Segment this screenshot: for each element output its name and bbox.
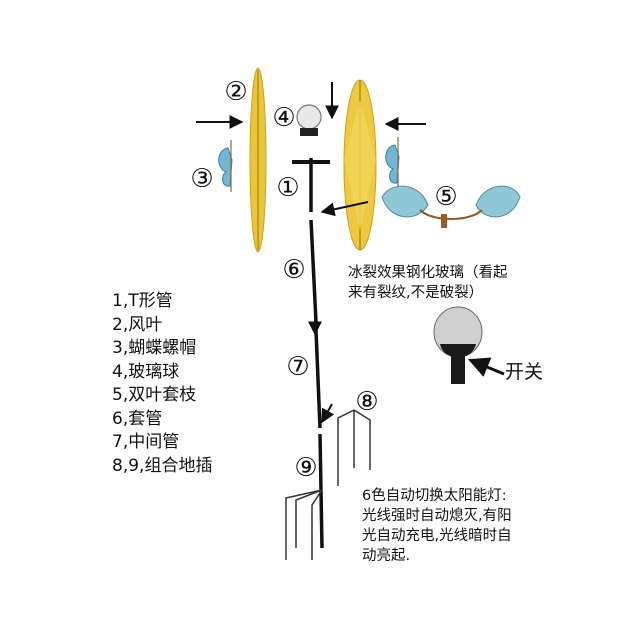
legend-item: 8,9,组合地插: [112, 455, 213, 476]
pointer-arrows: [196, 82, 505, 424]
middle-tube: [314, 329, 322, 429]
butterfly-nut-left: [218, 140, 233, 192]
switch-label: 开关: [505, 361, 544, 383]
wind-blade-right: [343, 79, 377, 251]
legend-item: 3,蝴蝶螺帽: [112, 338, 197, 358]
ground-stake: [285, 409, 371, 560]
callout-1: ①: [276, 173, 299, 203]
parts-legend: 1,T形管 2,风叶 3,蝴蝶螺帽 4,玻璃球 5,双叶套枝 6,套管 7,中间…: [112, 290, 212, 478]
legend-item: 6,套管: [112, 408, 163, 429]
legend-item: 5,双叶套枝: [112, 385, 197, 405]
solar-light-note: 6色自动切换太阳能灯: 光线强时自动熄灭,有阳 光自动充电,光线暗时自 动亮起.: [362, 488, 512, 564]
callout-2: ②: [224, 77, 247, 107]
solar-lamp: [433, 306, 483, 384]
callout-4: ④: [272, 103, 295, 133]
callout-6: ⑥: [282, 255, 305, 285]
callout-8: ⑧: [355, 387, 378, 417]
legend-item: 1,T形管: [112, 291, 173, 311]
double-leaf-branch: [381, 185, 521, 228]
legend-item: 7,中间管: [112, 432, 180, 452]
callout-5: ⑤: [434, 182, 457, 212]
callout-3: ③: [190, 164, 213, 194]
legend-item: 2,风叶: [112, 314, 163, 335]
callout-9: ⑨: [294, 453, 317, 483]
glass-ball: [296, 104, 322, 136]
t-pipe: [292, 158, 330, 212]
butterfly-nut-right: [385, 137, 400, 189]
callout-markers: ② ④ ③ ① ⑤ ⑥ ⑦ ⑧ ⑨: [190, 77, 457, 483]
glass-note: 冰裂效果钢化玻璃（看起 来有裂纹,不是破裂）: [348, 265, 508, 301]
wind-blade-left: [249, 67, 267, 253]
callout-7: ⑦: [286, 352, 309, 382]
legend-item: 4,玻璃球: [112, 361, 180, 382]
